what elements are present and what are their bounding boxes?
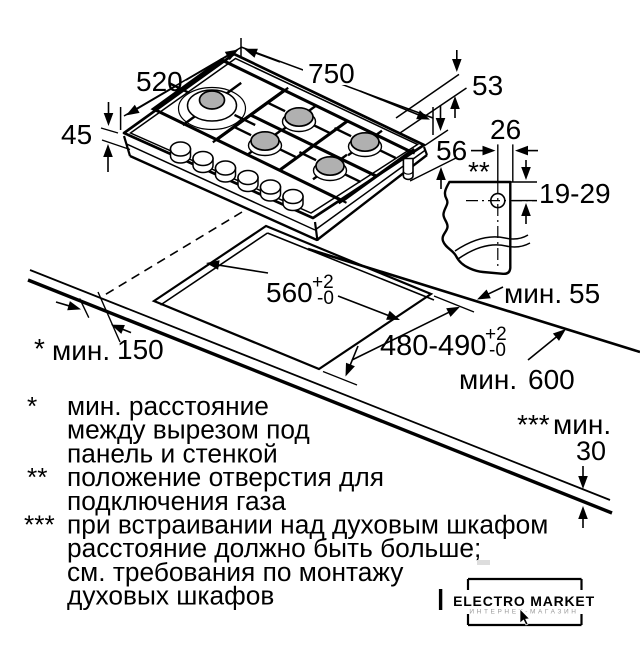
svg-text:**: ** [468, 156, 490, 187]
svg-text:150: 150 [117, 334, 164, 365]
svg-text:520: 520 [136, 66, 183, 97]
svg-text:480-490: 480-490 [380, 330, 486, 362]
svg-text:19-29: 19-29 [539, 178, 611, 209]
svg-text:600: 600 [528, 364, 575, 395]
svg-text:55: 55 [569, 278, 600, 309]
svg-text:панель и стенкой: панель и стенкой [67, 438, 278, 468]
svg-text:мин.: мин. [52, 335, 110, 366]
svg-text:26: 26 [490, 114, 521, 145]
svg-text:мин.: мин. [459, 364, 517, 395]
svg-text:+2: +2 [485, 324, 507, 345]
svg-text:750: 750 [308, 58, 355, 89]
svg-text:положение отверстия для: положение отверстия для [67, 462, 384, 492]
svg-text:подключения газа: подключения газа [67, 486, 286, 516]
svg-text:*: * [27, 391, 37, 421]
svg-text:ELECTRO MARKET: ELECTRO MARKET [453, 593, 595, 609]
svg-text:расстояние должно быть больше;: расстояние должно быть больше; [67, 533, 481, 563]
svg-text:*: * [34, 333, 45, 364]
svg-text:-0: -0 [317, 288, 334, 309]
svg-text:***: *** [517, 409, 550, 440]
svg-text:53: 53 [472, 70, 503, 101]
svg-text:между вырезом под: между вырезом под [67, 415, 310, 445]
svg-text:мин.: мин. [504, 278, 562, 309]
svg-text:духовых шкафов: духовых шкафов [67, 581, 274, 611]
svg-text:при встраивании над духовым шк: при встраивании над духовым шкафом [67, 510, 548, 540]
svg-text:45: 45 [61, 119, 92, 150]
svg-text:**: ** [27, 462, 47, 492]
svg-text:см. требования по монтажу: см. требования по монтажу [67, 557, 404, 587]
svg-text:мин. расстояние: мин. расстояние [67, 391, 269, 421]
svg-text:-0: -0 [489, 340, 506, 361]
svg-text:56: 56 [436, 135, 467, 166]
svg-text:мин.: мин. [553, 409, 611, 440]
svg-text:30: 30 [576, 436, 606, 466]
svg-text:+2: +2 [312, 272, 334, 293]
svg-text:560: 560 [266, 277, 313, 308]
svg-text:***: *** [24, 510, 55, 540]
